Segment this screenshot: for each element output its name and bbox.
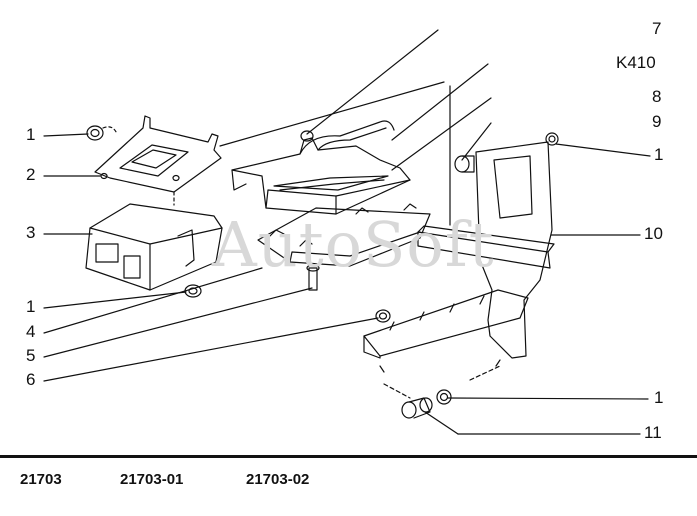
bolt-part-5 bbox=[306, 264, 320, 291]
variant-label: 21703 bbox=[20, 471, 62, 488]
callout-10: 10 bbox=[644, 224, 663, 243]
plate-part-4 bbox=[257, 203, 431, 267]
callout-3: 3 bbox=[26, 223, 36, 242]
nut-part-1-right bbox=[545, 132, 559, 146]
variant-label: 21703-01 bbox=[120, 471, 184, 488]
callout-k410: K410 bbox=[616, 53, 656, 72]
nut-part-1-top bbox=[86, 125, 118, 141]
callout-1-bottom: 1 bbox=[654, 388, 664, 407]
callout-7: 7 bbox=[652, 19, 662, 38]
ecu-part-8 bbox=[231, 120, 411, 215]
callout-8: 8 bbox=[652, 87, 662, 106]
nut-part-1-bottom bbox=[436, 389, 452, 405]
callout-4: 4 bbox=[26, 322, 36, 341]
spacer-part-9 bbox=[454, 155, 475, 173]
variant-footer: 21703 21703-01 21703-02 bbox=[0, 455, 697, 516]
leader-lines bbox=[43, 29, 651, 435]
callout-1-top: 1 bbox=[26, 125, 36, 144]
callout-9: 9 bbox=[652, 112, 662, 131]
nut-part-6 bbox=[375, 309, 391, 323]
callout-1-mid: 1 bbox=[26, 297, 36, 316]
bracket-part-2 bbox=[94, 115, 222, 206]
callout-5: 5 bbox=[26, 346, 36, 365]
nut-part-1-mid bbox=[184, 284, 202, 298]
callout-1-right: 1 bbox=[654, 145, 664, 164]
callout-6: 6 bbox=[26, 370, 36, 389]
module-part-3 bbox=[85, 203, 223, 291]
spacer-part-11 bbox=[401, 397, 433, 419]
exploded-parts-diagram bbox=[43, 29, 651, 435]
variant-label: 21703-02 bbox=[246, 471, 310, 488]
callout-2: 2 bbox=[26, 165, 36, 184]
bracket-part-10 bbox=[363, 141, 555, 399]
callout-11: 11 bbox=[644, 423, 662, 442]
